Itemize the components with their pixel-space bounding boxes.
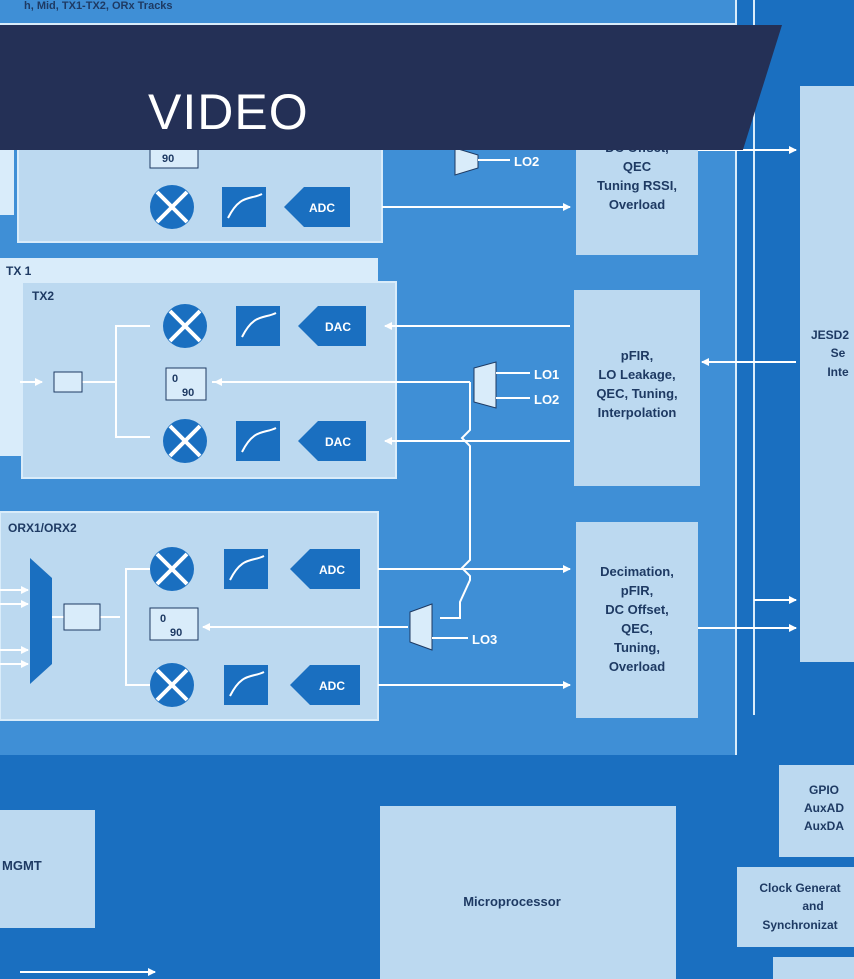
tx-dac-label-1: DAC: [325, 320, 351, 334]
jesd-line-3: Inte: [827, 365, 849, 379]
tx-dsp-text: pFIR, LO Leakage, QEC, Tuning, Interpola…: [596, 348, 677, 420]
video-banner[interactable]: VIDEO: [0, 25, 782, 150]
orx-adc-badge-2: [290, 665, 360, 705]
mgmt-block: [0, 810, 95, 928]
jesd-line-2: Se: [831, 346, 846, 360]
orx-dsp-line-4: QEC,: [621, 621, 653, 636]
tx-dsp-block: [574, 290, 700, 486]
rx-dsp-line-4: Overload: [609, 197, 665, 212]
tx-filter-icon: [236, 306, 280, 346]
tx-dac-chain-2: DAC: [163, 419, 366, 463]
tx-amp-icon: [53, 371, 83, 393]
tx-dac-badge-2: [298, 421, 366, 461]
jesd-line-1: JESD2: [811, 328, 849, 342]
orx-dsp-text: Decimation, pFIR, DC Offset, QEC, Tuning…: [600, 564, 674, 674]
orx-label: ORX1/ORX2: [8, 521, 77, 535]
rx-lo-selector: [454, 147, 479, 176]
gpio-line-1: GPIO: [809, 783, 839, 797]
orx-filter-icon-2: [224, 665, 268, 705]
orx-amp-icon: [63, 603, 101, 631]
tx-dsp-line-1: pFIR,: [621, 348, 654, 363]
rx-adc-label: ADC: [309, 201, 335, 215]
rx-dsp-text: DC Offset, QEC Tuning RSSI, Overload: [597, 140, 677, 212]
rx-adc-chain: ADC: [150, 185, 350, 229]
orx-dsp-line-3: DC Offset,: [605, 602, 669, 617]
tx-dsp-line-4: Interpolation: [598, 405, 677, 420]
jesd-links: [698, 146, 797, 632]
orx-phase-zero: 0: [160, 613, 166, 625]
tx-lo2-label: LO2: [534, 392, 559, 407]
orx-adc-chain-1: ADC: [150, 547, 360, 591]
tx-lo1-label: LO1: [534, 367, 559, 382]
bottom-right-block: [773, 957, 854, 979]
clock-generation-block: [737, 867, 854, 947]
orx-dsp-line-5: Tuning,: [614, 640, 660, 655]
rx-adc-badge: [284, 187, 350, 227]
video-label: VIDEO: [148, 84, 309, 140]
orx-filter-icon: [224, 549, 268, 589]
rx-filter-icon: [222, 187, 266, 227]
tx-phase-shifter: 0 90: [165, 367, 207, 401]
gpio-text: GPIO AuxAD AuxDA: [804, 783, 844, 833]
gpio-line-3: AuxDA: [804, 819, 844, 833]
tx1-label: TX 1: [6, 264, 32, 278]
gpio-line-2: AuxAD: [804, 801, 844, 815]
orx-lo-selector: [409, 603, 433, 651]
microprocessor-block: [380, 806, 676, 979]
tx-dac-chain-1: DAC: [163, 304, 366, 348]
tx-phase-ninety: 90: [182, 387, 194, 399]
clock-line-3: Synchronizat: [762, 918, 837, 932]
orx-dsp-line-2: pFIR,: [621, 583, 654, 598]
clock-text: Clock Generat and Synchronizat: [759, 881, 840, 932]
tx-dsp-line-2: LO Leakage,: [598, 367, 675, 382]
orx-adc-label-2: ADC: [319, 679, 345, 693]
orx-dsp-line-6: Overload: [609, 659, 665, 674]
tx-filter-icon-2: [236, 421, 280, 461]
rx-lo2-label: LO2: [514, 154, 539, 169]
rx-dsp-line-2: QEC: [623, 159, 652, 174]
orx-adc-label-1: ADC: [319, 563, 345, 577]
tx-dac-label-2: DAC: [325, 435, 351, 449]
gpio-block: [779, 765, 854, 857]
orx-phase-ninety: 90: [170, 627, 182, 639]
tx-phase-zero: 0: [172, 373, 178, 385]
jesd-text: JESD2 Se Inte: [811, 328, 849, 379]
orx-adc-badge: [290, 549, 360, 589]
tx-dac-badge: [298, 306, 366, 346]
clock-line-1: Clock Generat: [759, 881, 840, 895]
tx-lo-selector: [473, 361, 497, 409]
jesd-interface-block: [800, 86, 854, 662]
clock-line-2: and: [802, 899, 823, 913]
microprocessor-label: Microprocessor: [463, 894, 561, 909]
orx-mux-icon: [30, 558, 52, 684]
tx2-label: TX2: [32, 289, 54, 303]
rx-dsp-line-3: Tuning RSSI,: [597, 178, 677, 193]
orx-dsp-line-1: Decimation,: [600, 564, 674, 579]
rx-phase-ninety: 90: [162, 153, 174, 165]
top-cut-text: h, Mid, TX1-TX2, ORx Tracks: [24, 0, 173, 12]
mgmt-label: MGMT: [2, 858, 42, 873]
tx-dsp-line-3: QEC, Tuning,: [596, 386, 677, 401]
orx-adc-chain-2: ADC: [150, 663, 360, 707]
orx-phase-shifter: 0 90: [149, 607, 199, 641]
orx-dsp-block: [576, 522, 698, 718]
orx-lo3-label: LO3: [472, 632, 497, 647]
